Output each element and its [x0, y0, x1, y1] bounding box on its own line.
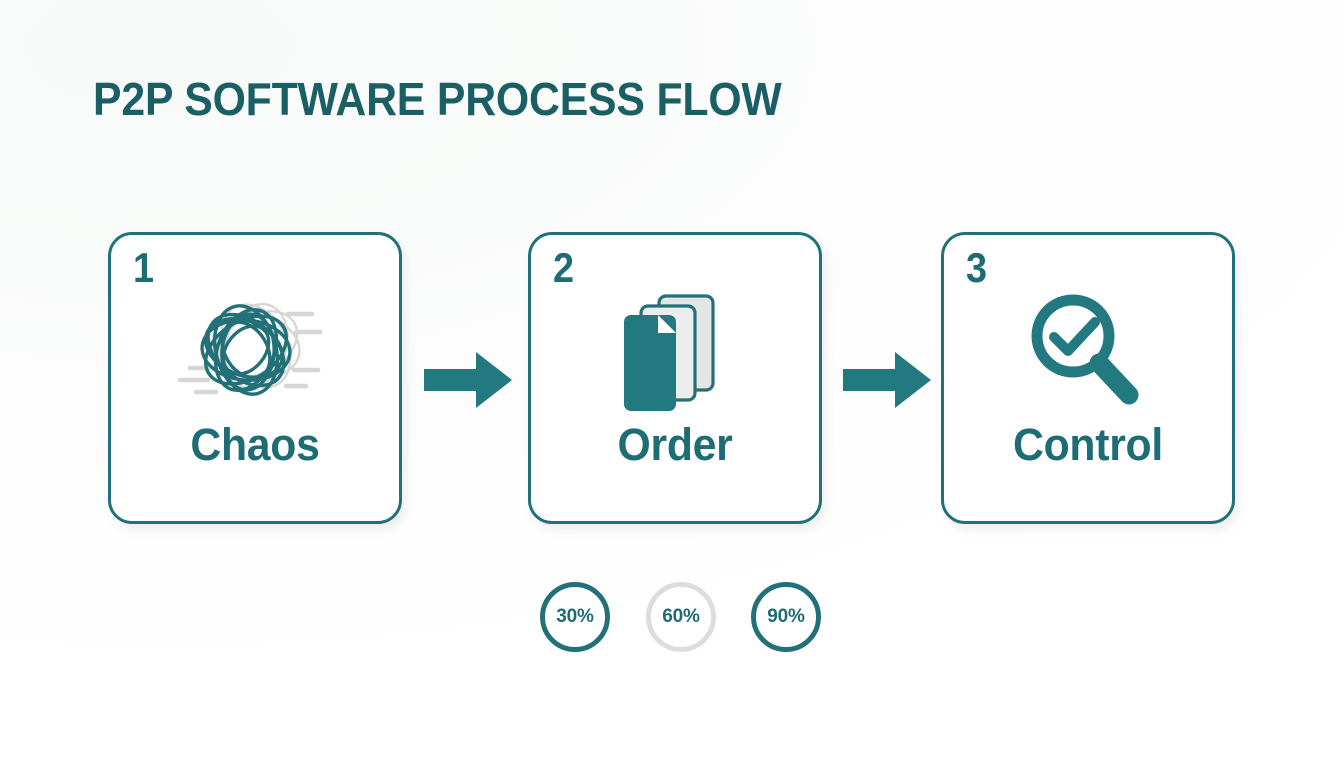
process-step-card-1[interactable]: 1	[108, 232, 402, 524]
step-label-3: Control	[1013, 419, 1163, 470]
step-number-2: 2	[553, 244, 575, 291]
step-number-1: 1	[133, 244, 155, 291]
process-step-row: 1	[0, 232, 1344, 528]
stacked-documents-icon	[531, 277, 819, 427]
step-number-3: 3	[966, 244, 988, 291]
step-label-2: Order	[617, 419, 733, 470]
progress-badge-90[interactable]: 90%	[751, 582, 821, 652]
process-step-card-2[interactable]: 2 Order	[528, 232, 822, 524]
arrow-right-icon	[424, 352, 512, 408]
progress-badge-group: 30% 60% 90%	[0, 582, 1344, 658]
tangled-scribble-icon	[111, 277, 399, 427]
magnifier-check-icon	[944, 277, 1232, 427]
progress-badge-60[interactable]: 60%	[646, 582, 716, 652]
progress-badge-30[interactable]: 30%	[540, 582, 610, 652]
process-step-card-3[interactable]: 3 Control	[941, 232, 1235, 524]
page-title: P2P SOFTWARE PROCESS FLOW	[93, 73, 782, 125]
step-label-1: Chaos	[190, 419, 320, 470]
arrow-right-icon	[843, 352, 931, 408]
